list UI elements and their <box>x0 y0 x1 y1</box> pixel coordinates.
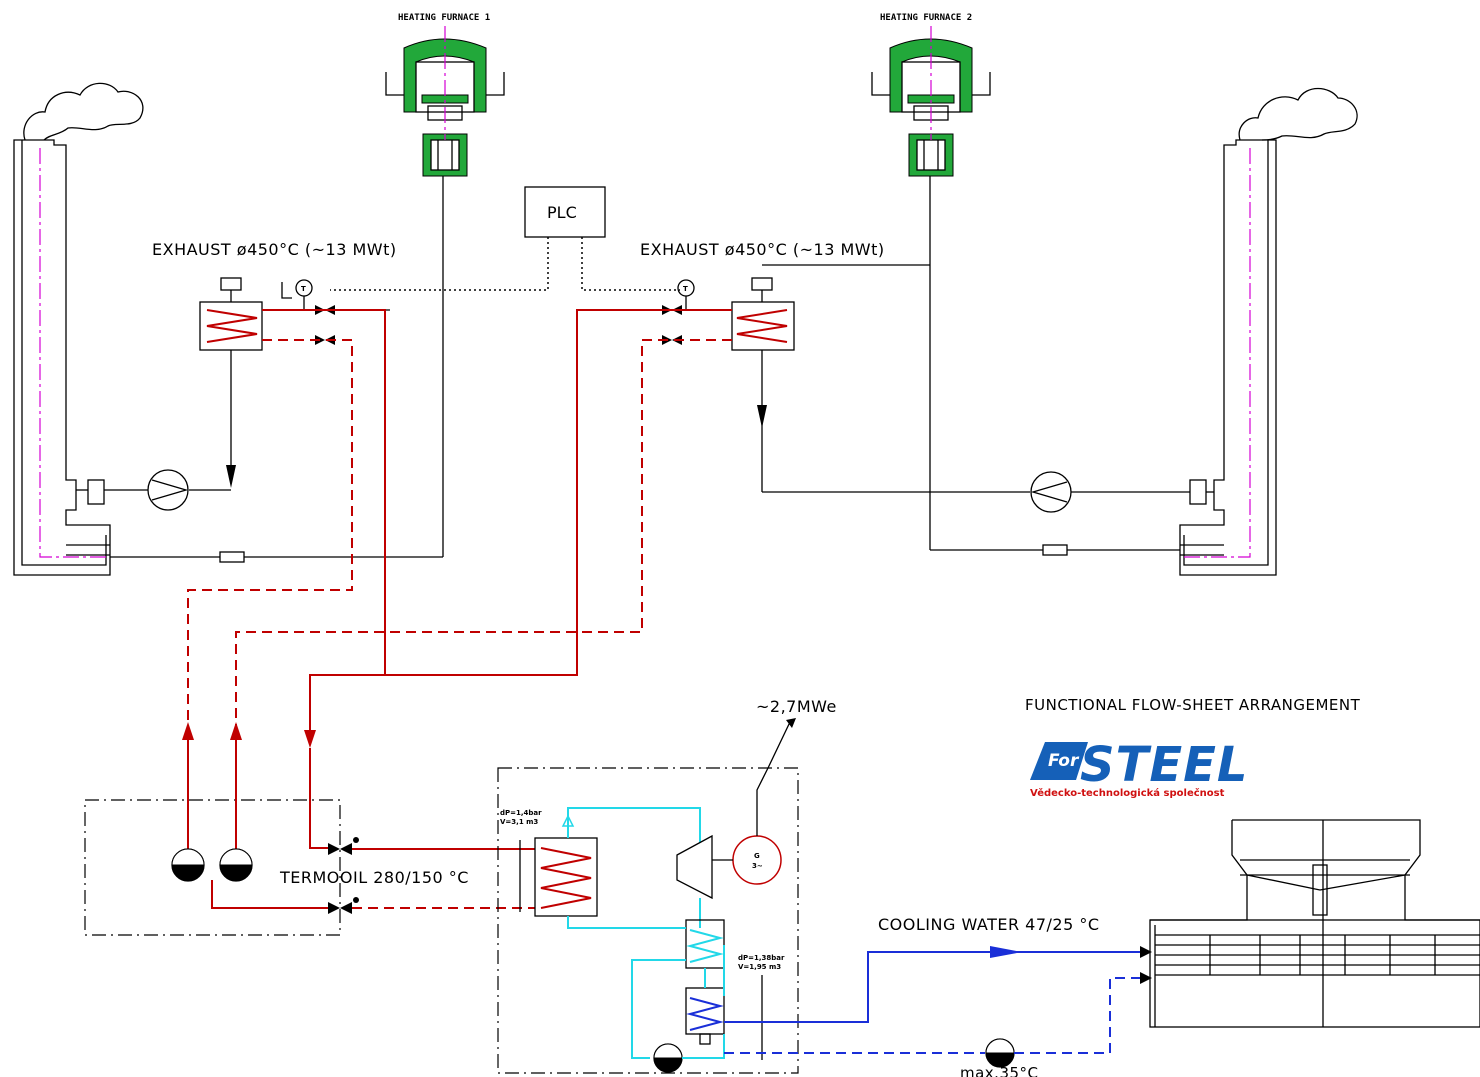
termooil-label: TERMOOIL 280/150 °C <box>279 868 469 887</box>
chimney-right <box>1179 87 1358 576</box>
evap-note-1: dP=1,4bar <box>500 809 542 817</box>
flowsheet-title: FUNCTIONAL FLOW-SHEET ARRANGEMENT <box>1025 696 1361 714</box>
plc-box: PLC <box>330 186 680 291</box>
cooling-water-loop: COOLING WATER 47/25 °C max.35°C <box>724 915 1152 1077</box>
max-temp-label: max.35°C <box>960 1064 1039 1077</box>
svg-text:T: T <box>683 285 688 293</box>
heating-furnace-1: HEATING FURNACE 1 <box>385 13 505 177</box>
chimney-left <box>13 82 144 576</box>
logo-tagline: Vědecko-technologická společnost <box>1030 787 1225 799</box>
logo-prefix: For <box>1048 751 1080 771</box>
svg-text:T: T <box>301 285 306 293</box>
exhaust-left-label: EXHAUST ø450°C (~13 MWt) <box>152 240 397 259</box>
furnace-2-label: HEATING FURNACE 2 <box>880 13 972 23</box>
exhaust-right-label: EXHAUST ø450°C (~13 MWt) <box>640 240 885 259</box>
exhaust-loop-right: EXHAUST ø450°C (~13 MWt) T <box>235 176 1214 750</box>
forsteel-logo: For STEEL Vědecko-technologická společno… <box>1030 737 1248 799</box>
power-output-label: ~2,7MWe <box>756 697 837 716</box>
logo-brand: STEEL <box>1080 737 1248 793</box>
furnace-1-label: HEATING FURNACE 1 <box>398 13 490 23</box>
thermal-oil-station: TERMOOIL 280/150 °C <box>84 722 535 936</box>
evap-note-2: V=3,1 m3 <box>500 818 538 826</box>
generator-g: G <box>754 852 760 860</box>
heating-furnace-2: HEATING FURNACE 2 <box>871 13 991 177</box>
cooling-tower <box>1149 819 1480 1028</box>
cooling-water-label: COOLING WATER 47/25 °C <box>878 915 1100 934</box>
cond-note-2: V=1,95 m3 <box>738 963 781 971</box>
cond-note-1: dP=1,38bar <box>738 954 785 962</box>
orc-module: dP=1,4bar V=3,1 m3 G 3~ ~2,7MWe dP=1,38b… <box>497 697 837 1074</box>
plc-label: PLC <box>547 203 577 222</box>
title-block: FUNCTIONAL FLOW-SHEET ARRANGEMENT <box>1025 696 1361 714</box>
exhaust-loop-left: EXHAUST ø450°C (~13 MWt) T <box>76 176 444 750</box>
generator-sym: 3~ <box>752 862 763 870</box>
